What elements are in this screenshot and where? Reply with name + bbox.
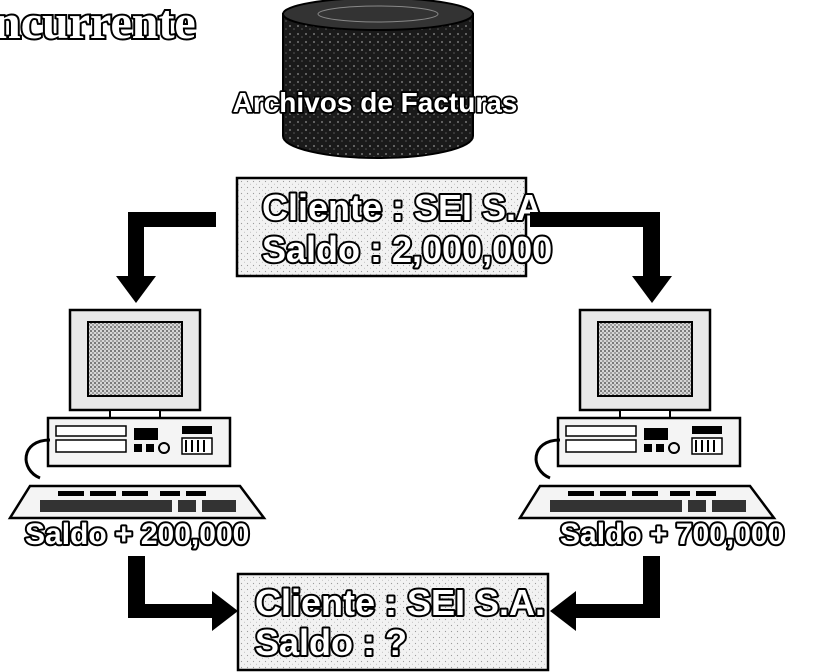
- desktop-computer-icon: [7, 308, 267, 520]
- record-top-client: Cliente : SEI S.A.: [262, 187, 552, 228]
- record-bottom-client: Cliente : SEI S.A.: [255, 582, 545, 623]
- arrow-left-icon: [550, 556, 660, 631]
- desktop-computer-icon: [517, 308, 777, 520]
- database-cylinder-icon: [282, 0, 474, 159]
- record-box-top: [235, 176, 528, 278]
- record-bottom-balance: Saldo : ?: [255, 622, 407, 663]
- title-fragment: ncurrente: [0, 0, 196, 49]
- database-label: Archivos de Facturas: [233, 87, 518, 118]
- right-computer-label: Saldo + 700,000: [560, 518, 784, 551]
- arrow-down-icon: [530, 212, 672, 303]
- left-computer-label: Saldo + 200,000: [25, 518, 249, 551]
- record-box-bottom: [236, 572, 550, 672]
- arrow-right-icon: [128, 556, 238, 631]
- arrow-down-icon: [116, 212, 216, 303]
- record-top-balance: Saldo : 2,000,000: [262, 229, 552, 270]
